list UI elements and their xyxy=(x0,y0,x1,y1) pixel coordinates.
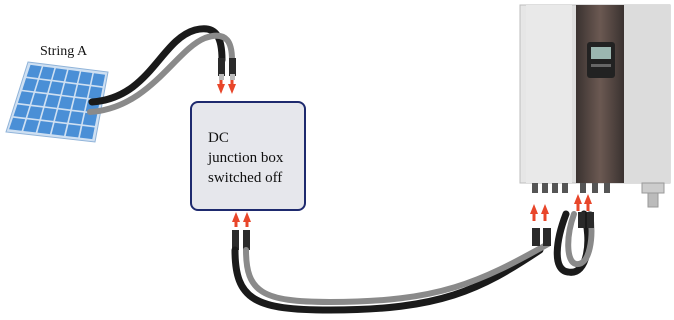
solar-cell xyxy=(26,64,42,78)
solar-cell xyxy=(82,112,98,126)
solar-cell xyxy=(23,119,40,133)
solar-cell xyxy=(58,96,74,110)
solar-cell xyxy=(65,124,81,138)
solar-cell xyxy=(91,73,106,87)
cable-panel-to-box xyxy=(87,25,236,115)
solar-cell xyxy=(62,83,77,97)
solar-cell xyxy=(72,98,87,111)
junction-box-line-2: junction box xyxy=(208,150,284,166)
solar-cell xyxy=(39,66,55,80)
solar-cell xyxy=(52,68,67,82)
solar-cell xyxy=(41,107,57,121)
solar-cell xyxy=(48,81,64,95)
arrow-into-box-top xyxy=(217,80,236,94)
inverter-icon xyxy=(519,4,671,208)
junction-box-line-1: DC xyxy=(208,130,229,146)
solar-cell xyxy=(88,86,103,100)
solar-cell xyxy=(51,122,67,136)
solar-cell xyxy=(55,109,71,123)
arrow-out-box-bottom xyxy=(232,212,251,227)
solar-cell xyxy=(13,104,30,118)
solar-panel-icon xyxy=(5,61,109,143)
solar-cell xyxy=(17,91,34,105)
solar-cell xyxy=(37,121,53,135)
solar-cell xyxy=(78,71,93,85)
junction-box-text: DC junction box switched off xyxy=(208,128,283,188)
solar-cell xyxy=(45,94,60,108)
arrow-into-inverter xyxy=(530,194,592,221)
junction-box: DC junction box switched off xyxy=(190,101,306,211)
solar-cell xyxy=(31,93,47,106)
junction-box-line-3: switched off xyxy=(208,170,283,186)
string-label: String A xyxy=(40,44,88,59)
solar-cell xyxy=(68,111,84,125)
cable-box-to-inverter xyxy=(231,210,595,314)
solar-cell xyxy=(65,69,80,83)
solar-cell xyxy=(79,126,95,140)
solar-cell xyxy=(75,84,90,98)
solar-cell xyxy=(27,106,43,120)
solar-cell xyxy=(35,79,51,93)
solar-cell xyxy=(22,78,38,92)
solar-cell xyxy=(9,117,26,131)
